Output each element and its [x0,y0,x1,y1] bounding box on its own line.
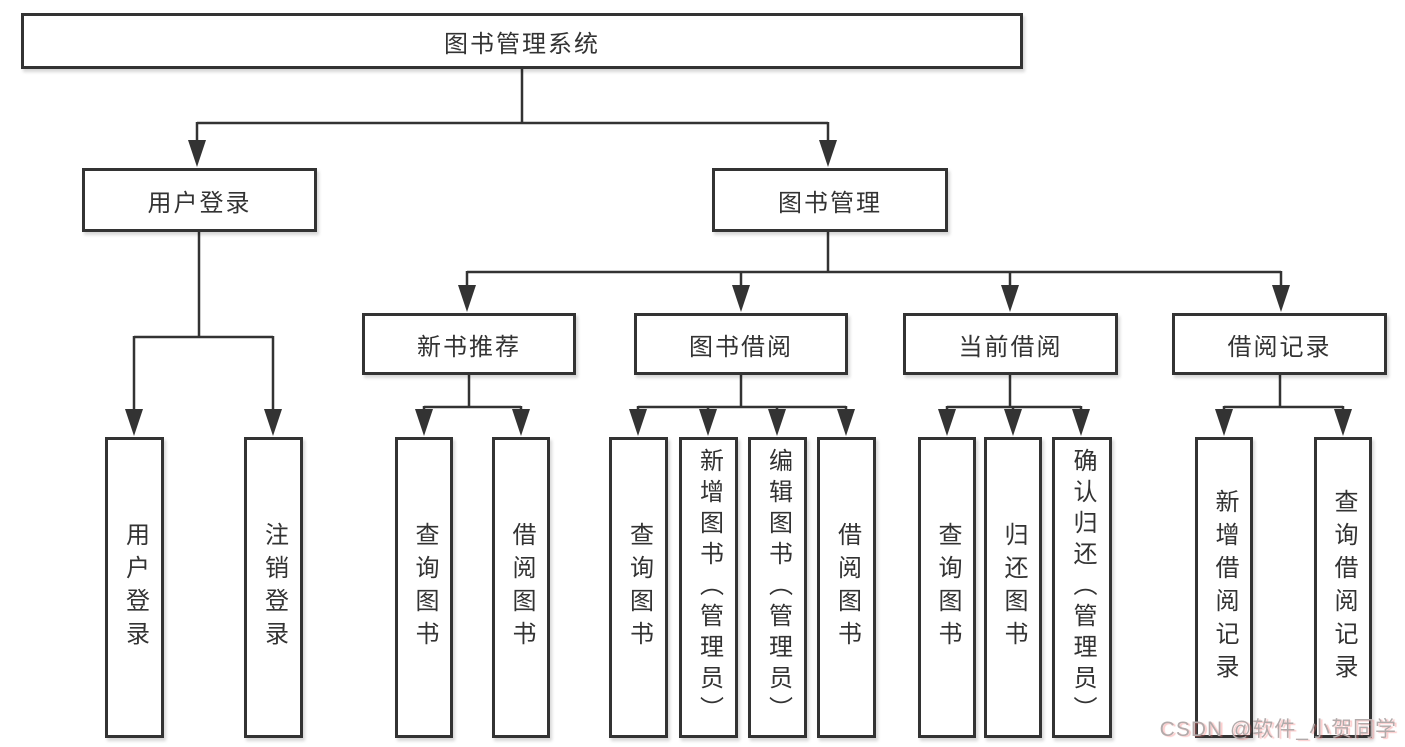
leaf-logout-label: 注销登录 [260,521,288,654]
node-book-management: 图书管理 [712,168,948,232]
leaf-confirm-return-admin: 确认归还（管理员） [1052,437,1112,738]
leaf-borrow-query-book-label: 查询图书 [625,521,653,654]
leaf-return-book: 归还图书 [984,437,1042,738]
leaf-borrow-book-label: 借阅图书 [833,521,861,654]
node-book-borrow: 图书借阅 [634,313,848,375]
leaf-current-query-book-label: 查询图书 [934,521,961,654]
node-new-book-recommend-label: 新书推荐 [417,333,521,361]
leaf-recommend-borrow-book-label: 借阅图书 [508,521,535,654]
leaf-confirm-return-admin-label: 确认归还（管理员） [1069,448,1096,727]
leaf-add-book-admin-label: 新增图书（管理员） [695,448,723,727]
node-library-system: 图书管理系统 [21,13,1023,69]
leaf-add-book-admin: 新增图书（管理员） [679,437,738,738]
leaf-user-login-label: 用户登录 [121,521,149,654]
node-new-book-recommend: 新书推荐 [362,313,576,375]
leaf-add-borrow-record: 新增借阅记录 [1195,437,1253,738]
leaf-query-borrow-record: 查询借阅记录 [1314,437,1372,738]
node-borrow-records-label: 借阅记录 [1227,333,1332,361]
node-current-borrow-label: 当前借阅 [958,333,1063,361]
leaf-recommend-borrow-book: 借阅图书 [492,437,550,738]
node-library-system-label: 图书管理系统 [444,30,600,58]
leaf-edit-book-admin-label: 编辑图书（管理员） [764,448,792,727]
leaf-borrow-book: 借阅图书 [817,437,876,738]
leaf-current-query-book: 查询图书 [918,437,976,738]
leaf-logout: 注销登录 [244,437,303,738]
arrowheads [125,140,1352,436]
leaf-add-borrow-record-label: 新增借阅记录 [1211,488,1238,687]
leaf-recommend-query-book: 查询图书 [395,437,453,738]
node-current-borrow: 当前借阅 [903,313,1118,375]
csdn-watermark: CSDN @软件_小贺同学 [1159,718,1397,741]
leaf-return-book-label: 归还图书 [1000,521,1027,654]
node-book-management-label: 图书管理 [778,189,882,217]
leaf-user-login: 用户登录 [105,437,164,738]
leaf-borrow-query-book: 查询图书 [609,437,668,738]
node-user-login-label: 用户登录 [147,189,252,217]
node-book-borrow-label: 图书借阅 [689,333,793,361]
node-user-login: 用户登录 [82,168,317,232]
leaf-recommend-query-book-label: 查询图书 [411,521,438,654]
leaf-edit-book-admin: 编辑图书（管理员） [748,437,807,738]
leaf-query-borrow-record-label: 查询借阅记录 [1330,488,1357,687]
node-borrow-records: 借阅记录 [1172,313,1387,375]
